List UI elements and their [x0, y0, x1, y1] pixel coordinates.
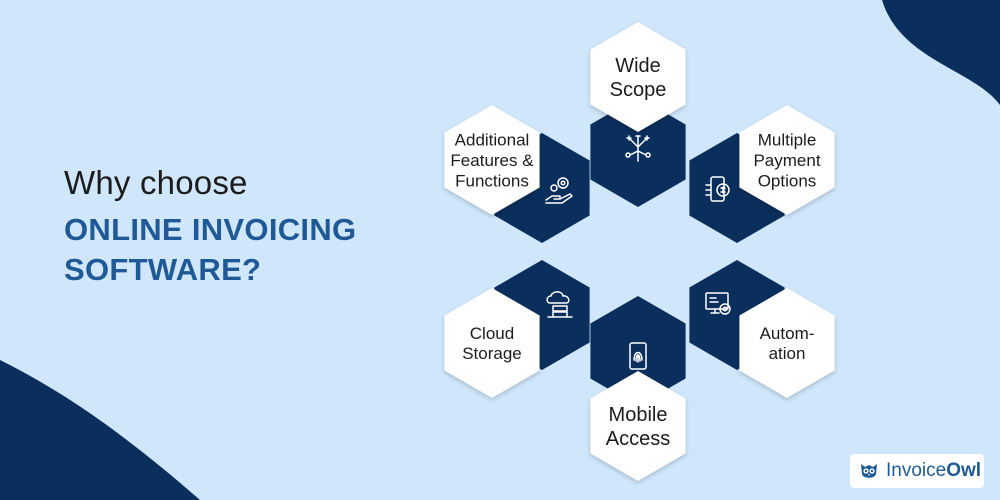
top-right-wave [882, 0, 1000, 105]
feature-hex-3: Autom-ation [689, 260, 835, 398]
feature-label-line: Options [758, 171, 817, 190]
hex-white-card [590, 371, 686, 481]
network-arrows-icon [625, 135, 651, 162]
monitor-gear-icon [705, 292, 731, 315]
feature-label: Autom-ation [760, 324, 815, 363]
feature-label-line: Cloud [470, 324, 514, 343]
hex-white-card [444, 288, 540, 398]
headline: Why choose ONLINE INVOICING SOFTWARE? [64, 164, 356, 288]
hex-white-card [739, 105, 835, 215]
feature-label-line: Wide [615, 55, 661, 77]
feature-label-line: Mobile [609, 404, 668, 426]
feature-label-line: Payment [753, 151, 820, 170]
hex-white-card [590, 22, 686, 132]
headline-line-1: Why choose [64, 164, 248, 201]
bottom-left-wave [0, 360, 200, 500]
feature-label-line: Multiple [758, 131, 817, 150]
feature-label-line: Access [606, 428, 670, 450]
feature-label-line: Features & [450, 151, 534, 170]
invoiceowl-logo: InvoiceOwl [850, 454, 984, 488]
hex-white-card [739, 288, 835, 398]
feature-label-line: Additional [455, 131, 530, 150]
feature-label-line: Autom- [760, 324, 815, 343]
feature-label-line: ation [769, 344, 806, 363]
hex-navy-backdrop [590, 296, 686, 406]
owl-icon [861, 464, 877, 478]
feature-label-line: Storage [462, 344, 522, 363]
cloud-server-icon [546, 291, 573, 318]
headline-line-2: ONLINE INVOICING [64, 212, 357, 247]
feature-label-line: Scope [610, 79, 667, 101]
feature-label-line: Functions [455, 171, 529, 190]
mobile-payment-icon [705, 176, 730, 202]
phone-fingerprint-icon [629, 342, 647, 370]
hand-gears-icon [545, 177, 573, 204]
logo-wordmark: InvoiceOwl [886, 460, 982, 481]
hex-white-card [444, 105, 540, 215]
headline-line-3: SOFTWARE? [64, 252, 262, 287]
